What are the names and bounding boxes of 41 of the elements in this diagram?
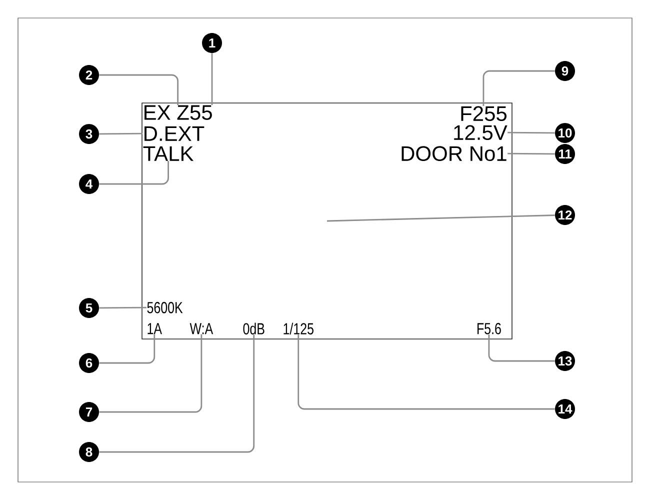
callout-number: 11 bbox=[555, 144, 575, 164]
callout-number: 2 bbox=[79, 65, 99, 85]
display-text: 5600K bbox=[147, 302, 183, 314]
leader-line bbox=[99, 74, 179, 106]
callout-number: 7 bbox=[79, 402, 99, 422]
screen-frame bbox=[142, 102, 512, 340]
leader-line bbox=[482, 70, 555, 106]
leader-line bbox=[99, 334, 255, 453]
display-text: EX Z55 bbox=[144, 105, 212, 120]
callout-number: 8 bbox=[79, 442, 99, 462]
callout-number: 3 bbox=[79, 124, 99, 144]
display-text: 0dB bbox=[243, 322, 264, 334]
display-text: D.EXT bbox=[144, 126, 204, 141]
callout-number: 1 bbox=[202, 33, 222, 53]
leader-line bbox=[488, 334, 555, 362]
leader-line bbox=[326, 214, 555, 222]
leader-line bbox=[99, 306, 147, 309]
leader-line bbox=[298, 334, 555, 410]
leader-line bbox=[99, 334, 202, 413]
leader-line bbox=[99, 334, 156, 364]
display-text: 12.5V bbox=[454, 125, 508, 140]
display-text: DOOR No1 bbox=[402, 146, 506, 162]
callout-number: 6 bbox=[79, 353, 99, 373]
display-text: F255 bbox=[461, 106, 506, 122]
leader-line bbox=[99, 132, 143, 135]
leader-line bbox=[99, 161, 169, 185]
callout-number: 5 bbox=[79, 298, 99, 318]
display-text: W:A bbox=[190, 323, 214, 334]
callout-number: 13 bbox=[555, 351, 575, 371]
callout-number: 12 bbox=[555, 205, 575, 225]
display-text: TALK bbox=[143, 146, 194, 161]
callout-number: 10 bbox=[555, 123, 575, 143]
callout-number: 14 bbox=[555, 399, 575, 419]
callout-number: 9 bbox=[555, 61, 575, 81]
leader-line bbox=[211, 53, 213, 106]
display-text: 1A bbox=[148, 323, 162, 334]
leader-line bbox=[508, 132, 555, 134]
callout-number: 4 bbox=[79, 174, 99, 194]
display-text: F5.6 bbox=[478, 322, 501, 334]
display-text: 1/125 bbox=[284, 322, 314, 334]
leader-line bbox=[508, 152, 555, 155]
